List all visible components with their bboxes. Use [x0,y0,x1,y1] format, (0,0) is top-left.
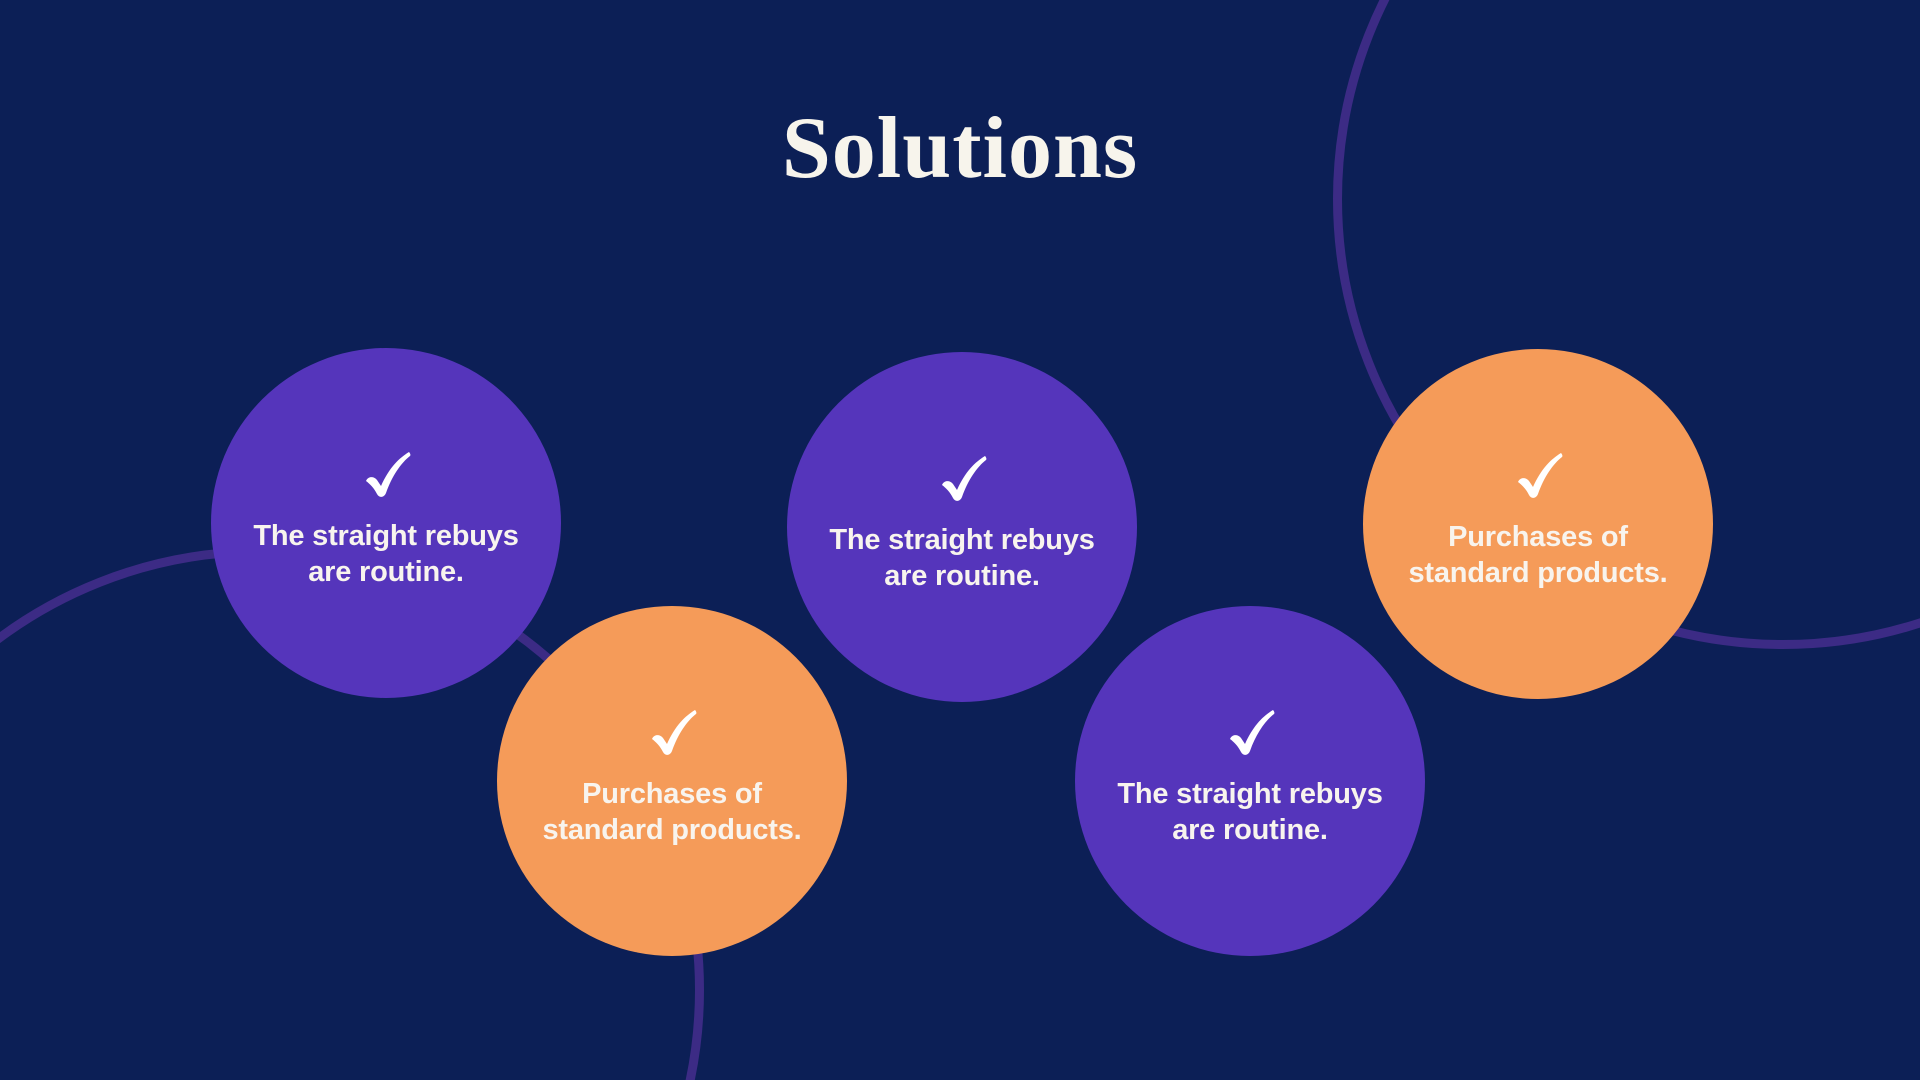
bubble-text-line: Purchases of [1448,521,1628,553]
solution-bubble-3: The straight rebuys are routine. [787,352,1137,702]
bubble-text-line: are routine. [884,560,1040,592]
bubble-text-line: are routine. [1172,814,1328,846]
solution-bubble-4: The straight rebuys are routine. [1075,606,1425,956]
bubble-text-line: Purchases of [582,778,762,810]
check-icon [942,456,987,501]
check-icon [1230,710,1275,755]
bubble-text-line: The straight rebuys [253,520,519,552]
solution-bubble-1: The straight rebuys are routine. [211,348,561,698]
bubble-text-line: standard products. [1408,557,1668,589]
solution-bubble-2: Purchases of standard products. [497,606,847,956]
slide-title: Solutions [781,100,1139,197]
bubble-text-line: The straight rebuys [1117,778,1383,810]
bubble-text-line: are routine. [308,556,464,588]
solution-bubble-5: Purchases of standard products. [1363,349,1713,699]
check-icon [366,452,411,497]
bubble-text-line: The straight rebuys [829,524,1095,556]
check-icon [1518,453,1563,498]
check-icon [652,710,697,755]
bubble-text-line: standard products. [542,814,802,846]
